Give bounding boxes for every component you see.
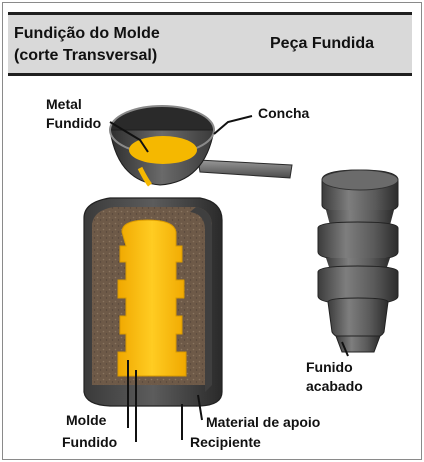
header-left-line2: (corte Transversal) — [14, 47, 158, 64]
label-material-de-apoio: Material de apoio — [206, 414, 321, 430]
header-right-title: Peça Fundida — [270, 35, 375, 52]
header-left-line1: Fundição do Molde — [14, 25, 160, 42]
leader-material — [197, 394, 203, 421]
label-concha: Concha — [258, 105, 310, 121]
label-fundido: Fundido — [62, 434, 118, 450]
label-funido-acabado: Funido acabado — [306, 358, 363, 396]
mold-container — [83, 197, 223, 407]
header-bar: Fundição do Molde (corte Transversal) Pe… — [8, 12, 412, 76]
leader-metal — [109, 121, 149, 153]
label-metal-line2: Fundido — [46, 115, 102, 131]
label-funido-line1: Funido — [306, 359, 353, 375]
label-metal-line1: Metal — [46, 96, 82, 112]
finished-casting — [317, 169, 399, 353]
leader-lines — [109, 115, 349, 442]
header-left-title: Fundição do Molde (corte Transversal) — [14, 23, 160, 67]
label-recipiente: Recipiente — [190, 434, 261, 450]
ladle — [109, 105, 293, 187]
label-funido-line2: acabado — [306, 378, 363, 394]
leader-funido — [341, 341, 349, 357]
leader-concha — [213, 115, 253, 135]
label-molde: Molde — [66, 412, 107, 428]
label-metal-fundido: Metal Fundido — [46, 95, 101, 133]
